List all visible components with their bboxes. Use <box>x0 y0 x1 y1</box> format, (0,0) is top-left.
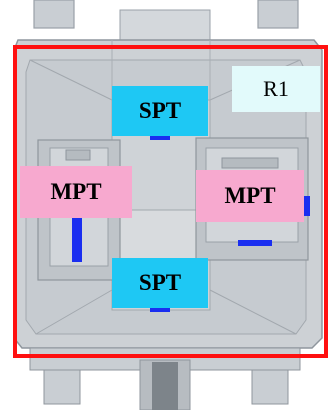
region-outline-box <box>13 45 328 358</box>
mpt-label-left: MPT <box>20 166 132 218</box>
spt-label-bottom: SPT <box>112 258 208 308</box>
spt-label-top: SPT <box>112 86 208 136</box>
region-label: R1 <box>232 66 320 112</box>
mpt-label-right: MPT <box>196 170 304 222</box>
